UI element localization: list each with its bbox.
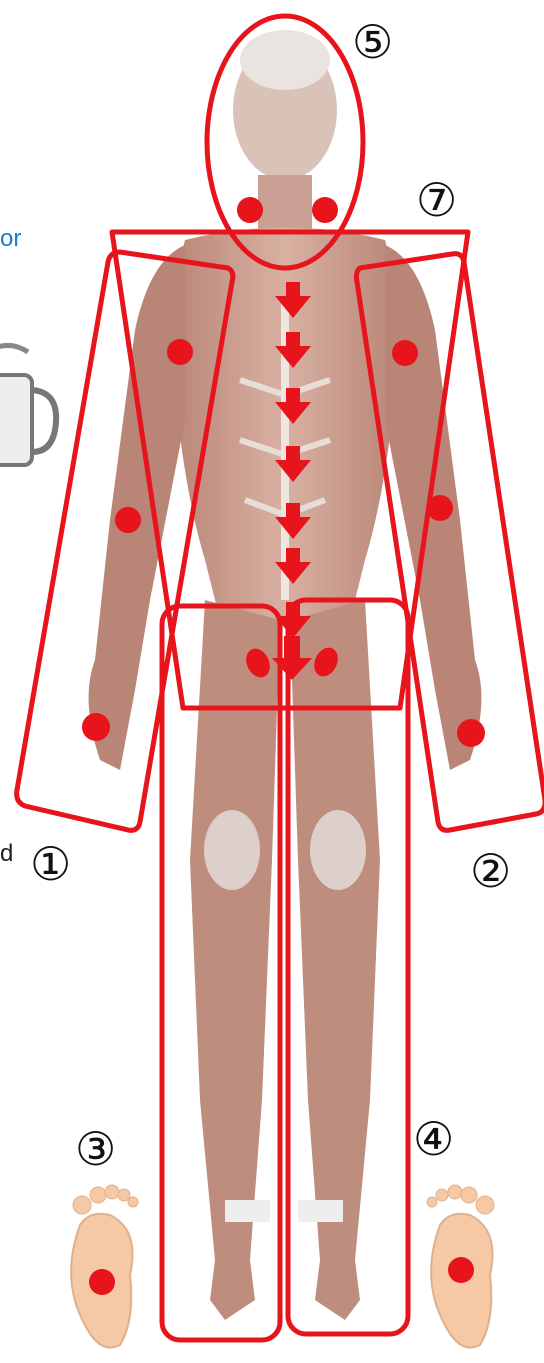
point-left-forearm xyxy=(115,507,141,533)
point-left-sole xyxy=(89,1269,115,1295)
point-left-shoulder xyxy=(167,339,193,365)
point-right-shoulder xyxy=(392,340,418,366)
point-right-palm xyxy=(457,719,485,747)
label-left-leg-number: ③ xyxy=(75,1122,116,1176)
label-right-arm-number: ② xyxy=(470,844,511,898)
point-head-left xyxy=(237,197,263,223)
left-foot-icon xyxy=(71,1185,138,1348)
point-head-right xyxy=(312,197,338,223)
point-right-sole xyxy=(448,1257,474,1283)
label-torso-number: ⑦ xyxy=(416,173,457,227)
label-right-leg-number: ④ xyxy=(413,1112,454,1166)
point-left-palm xyxy=(82,713,110,741)
label-head-number: ⑤ xyxy=(352,15,393,69)
label-left-arm-number: ① xyxy=(30,837,71,891)
point-right-forearm xyxy=(427,495,453,521)
